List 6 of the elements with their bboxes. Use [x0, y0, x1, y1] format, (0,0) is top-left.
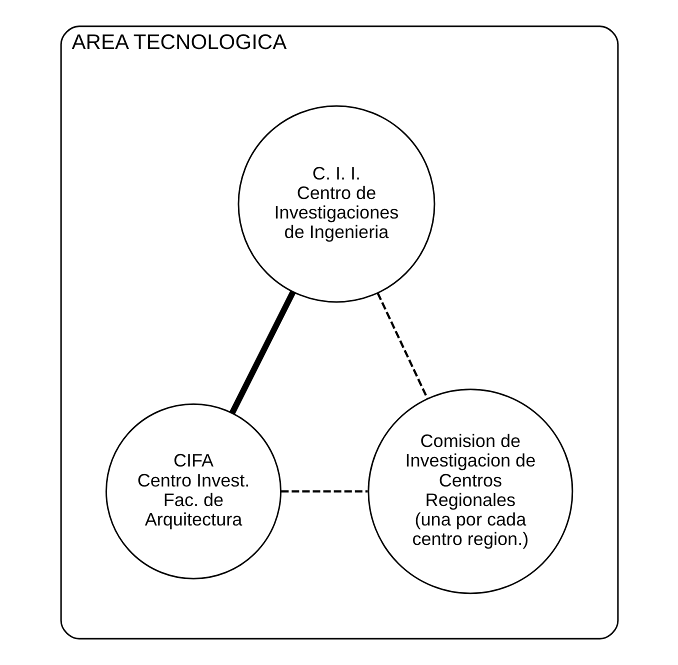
node-circle: C. I. I. Centro de Investigaciones de Ingenieria — [237, 105, 435, 303]
connector — [228, 290, 296, 414]
node-circle: Comision de Investigacion de Centros Regionales (una por cada centro region.) — [367, 388, 573, 594]
connector — [376, 292, 428, 400]
node-circle: CIFA Centro Invest. Fac. de Arquitectura — [105, 403, 281, 580]
connector — [280, 490, 368, 492]
